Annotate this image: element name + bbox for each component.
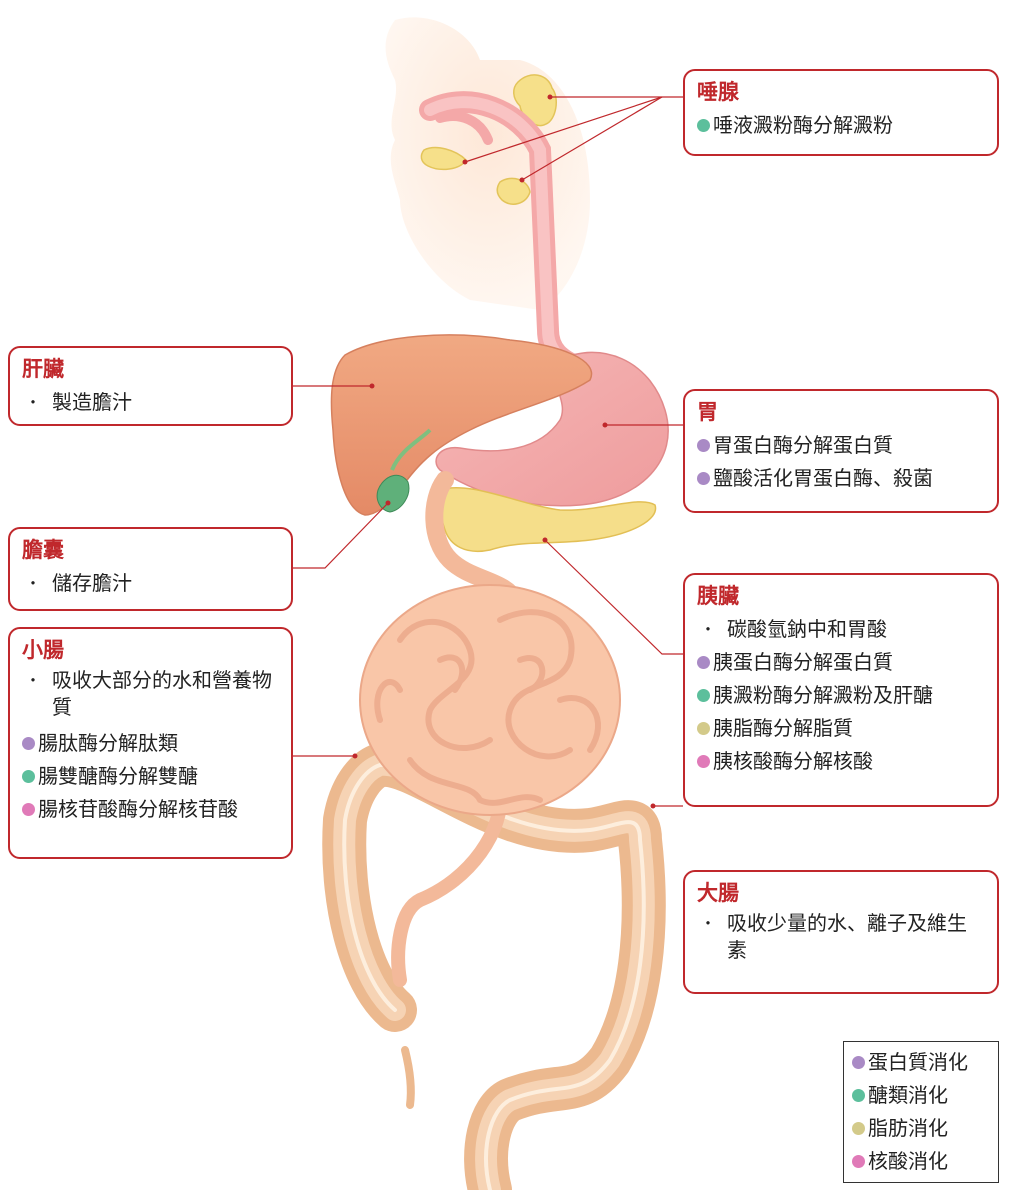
bullet-icon: ・ xyxy=(22,667,44,694)
protein-dot-icon xyxy=(852,1056,865,1069)
liver-item-0: ・製造膽汁 xyxy=(22,386,279,419)
head-silhouette xyxy=(386,17,590,310)
large-intestine-label-box: 大腸 ・吸收少量的水、離子及維生素 xyxy=(683,870,999,994)
small-intestine-item-0: ・吸收大部分的水和營養物質 xyxy=(22,667,279,721)
bullet-icon: ・ xyxy=(22,567,44,600)
small-intestine-item-2: 腸雙醣酶分解雙醣 xyxy=(22,760,279,793)
small-intestine-organ xyxy=(360,585,620,815)
appendix xyxy=(405,1050,411,1105)
large-intestine-item-0: ・吸收少量的水、離子及維生素 xyxy=(697,910,985,964)
protein-dot-icon xyxy=(22,737,35,750)
nucleic-dot-icon xyxy=(22,803,35,816)
pancreas-label-box: 胰臟 ・碳酸氫鈉中和胃酸 胰蛋白酶分解蛋白質 胰澱粉酶分解澱粉及肝醣 胰脂酶分解… xyxy=(683,573,999,807)
bullet-icon: ・ xyxy=(697,613,719,646)
small-intestine-item-3: 腸核苷酸酶分解核苷酸 xyxy=(22,793,279,826)
fat-dot-icon xyxy=(697,722,710,735)
bullet-icon: ・ xyxy=(22,386,44,419)
stomach-item-1: 鹽酸活化胃蛋白酶、殺菌 xyxy=(697,462,985,495)
salivary-label-box: 唾腺 唾液澱粉酶分解澱粉 xyxy=(683,69,999,156)
pancreas-item-1: 胰蛋白酶分解蛋白質 xyxy=(697,646,985,679)
small-intestine-item-1: 腸肽酶分解肽類 xyxy=(22,727,279,760)
gallbladder-item-0: ・儲存膽汁 xyxy=(22,567,279,600)
pancreas-title: 胰臟 xyxy=(697,583,985,609)
carb-dot-icon xyxy=(22,770,35,783)
carb-dot-icon xyxy=(697,689,710,702)
legend-item-protein: 蛋白質消化 xyxy=(852,1046,990,1079)
small-intestine-label-box: 小腸 ・吸收大部分的水和營養物質 腸肽酶分解肽類 腸雙醣酶分解雙醣 腸核苷酸酶分… xyxy=(8,627,293,859)
legend-item-carb: 醣類消化 xyxy=(852,1079,990,1112)
stomach-title: 胃 xyxy=(697,399,985,425)
stomach-item-0: 胃蛋白酶分解蛋白質 xyxy=(697,429,985,462)
large-intestine-title: 大腸 xyxy=(697,880,985,906)
pancreas-item-3: 胰脂酶分解脂質 xyxy=(697,712,985,745)
fat-dot-icon xyxy=(852,1122,865,1135)
legend-item-fat: 脂肪消化 xyxy=(852,1112,990,1145)
small-intestine-title: 小腸 xyxy=(22,637,279,663)
carb-dot-icon xyxy=(852,1089,865,1102)
liver-title: 肝臟 xyxy=(22,356,279,382)
gallbladder-title: 膽囊 xyxy=(22,537,279,563)
protein-dot-icon xyxy=(697,656,710,669)
salivary-title: 唾腺 xyxy=(697,79,985,105)
nucleic-dot-icon xyxy=(697,755,710,768)
legend: 蛋白質消化 醣類消化 脂肪消化 核酸消化 xyxy=(843,1041,999,1183)
liver-label-box: 肝臟 ・製造膽汁 xyxy=(8,346,293,426)
nucleic-dot-icon xyxy=(852,1155,865,1168)
protein-dot-icon xyxy=(697,439,710,452)
stomach-label-box: 胃 胃蛋白酶分解蛋白質 鹽酸活化胃蛋白酶、殺菌 xyxy=(683,389,999,513)
protein-dot-icon xyxy=(697,472,710,485)
bullet-icon: ・ xyxy=(697,910,719,937)
carb-dot-icon xyxy=(697,119,710,132)
pancreas-item-2: 胰澱粉酶分解澱粉及肝醣 xyxy=(697,679,985,712)
gallbladder-label-box: 膽囊 ・儲存膽汁 xyxy=(8,527,293,611)
salivary-item-0: 唾液澱粉酶分解澱粉 xyxy=(697,109,985,142)
pancreas-item-4: 胰核酸酶分解核酸 xyxy=(697,745,985,778)
pancreas-item-0: ・碳酸氫鈉中和胃酸 xyxy=(697,613,985,646)
legend-item-nucleic: 核酸消化 xyxy=(852,1145,990,1178)
